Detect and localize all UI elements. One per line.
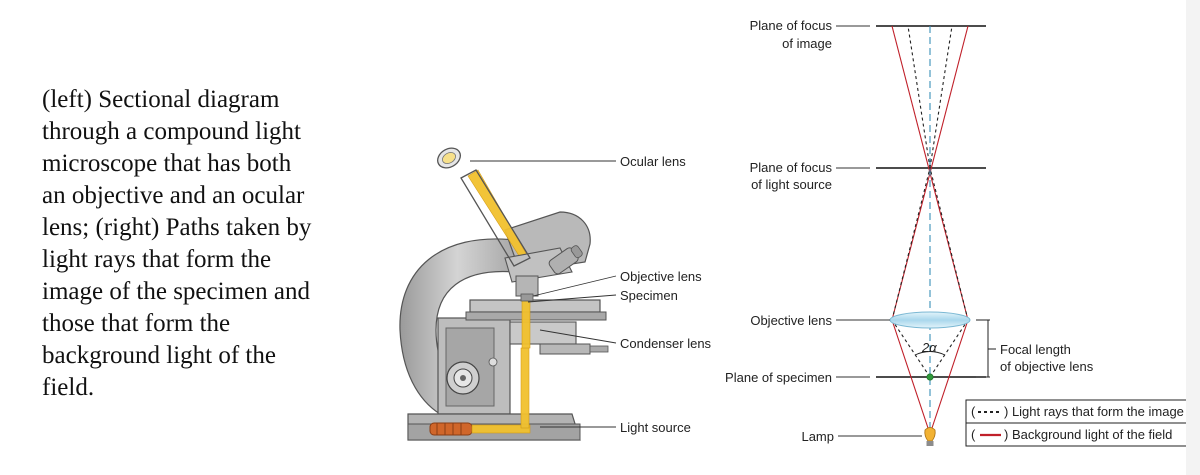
caption-line: those that form the (42, 310, 231, 337)
label-plane-focus-image-2: of image (782, 36, 832, 51)
legend-image-open: ( (971, 404, 976, 419)
label-plane-focus-source-1: Plane of focus (750, 160, 833, 175)
label-specimen: Specimen (620, 288, 678, 303)
light-source-bulb (429, 422, 473, 436)
label-light-source: Light source (620, 420, 691, 435)
focal-length-bracket (976, 319, 996, 378)
caption-line: an objective and an ocular (42, 182, 305, 209)
label-objective-lens: Objective lens (620, 269, 702, 284)
label-plane-specimen: Plane of specimen (725, 370, 832, 385)
legend: ( ) Light rays that form the image ( ) B… (965, 399, 1195, 447)
specimen-dot (926, 373, 934, 381)
caption-line: background light of the (42, 342, 276, 369)
caption-line: microscope that has both (42, 150, 292, 177)
legend-image-rays: ) Light rays that form the image (1004, 404, 1184, 419)
label-plane-focus-source-2: of light source (751, 177, 832, 192)
caption-line: image of the specimen and (42, 278, 310, 305)
label-objective-lens-ray: Objective lens (750, 313, 832, 328)
ray-diagram: 2α Focal length of objective lens (876, 25, 1094, 446)
angle-arc (914, 351, 946, 356)
lamp-icon (924, 427, 936, 446)
eyepiece-tube (460, 169, 531, 267)
caption-line: (left) Sectional diagram (42, 86, 280, 113)
label-focal-length-1: Focal length (1000, 342, 1071, 357)
figure-caption: (left) Sectional diagram through a compo… (42, 84, 387, 404)
microscope-illustration (399, 147, 609, 441)
objective-lens-shape (889, 311, 971, 329)
legend-background-light: ) Background light of the field (1004, 427, 1172, 442)
caption-line: lens; (right) Paths taken by (42, 214, 312, 241)
condenser (509, 321, 577, 345)
legend-background-open: ( (971, 427, 976, 442)
caption-line: light rays that form the (42, 246, 272, 273)
label-ocular-lens: Ocular lens (620, 154, 686, 169)
label-focal-length-2: of objective lens (1000, 359, 1094, 374)
label-lamp: Lamp (801, 429, 834, 444)
image-forming-rays (891, 25, 969, 378)
label-condenser-lens: Condenser lens (620, 336, 712, 351)
objective-barrel (515, 275, 539, 297)
page-edge (1186, 0, 1200, 475)
caption-line: field. (42, 374, 95, 401)
label-plane-focus-image-1: Plane of focus (750, 18, 833, 33)
caption-line: through a compound light (42, 118, 301, 145)
light-beam (467, 169, 532, 434)
angle-label: 2α (921, 340, 937, 355)
